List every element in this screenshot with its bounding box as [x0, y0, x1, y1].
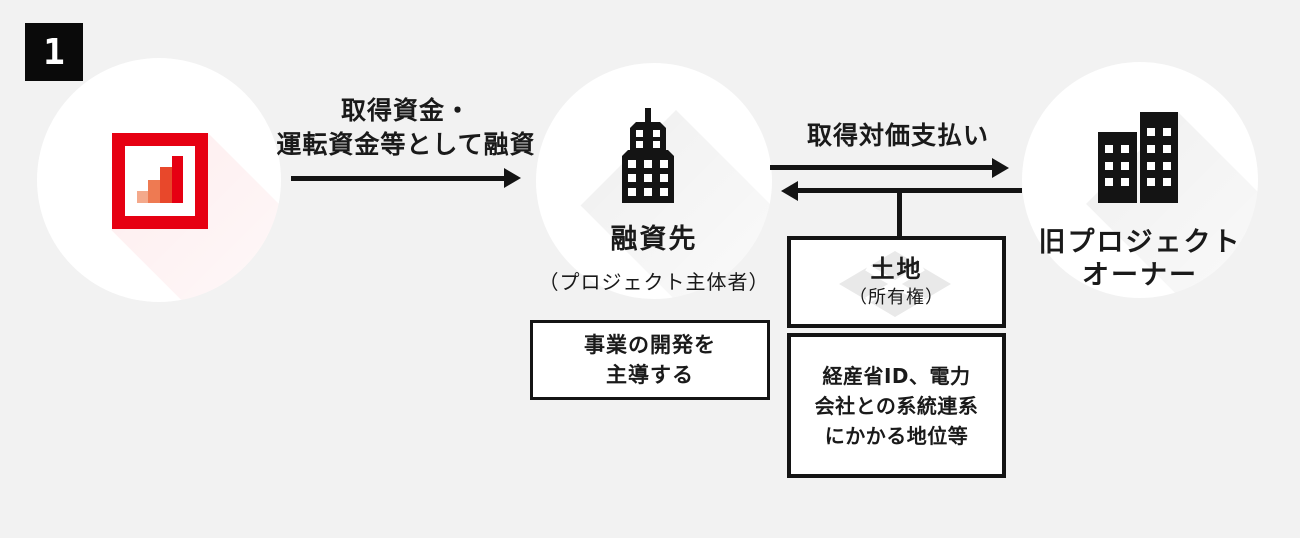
rights-asset-box: 経産省ID、電力 会社との系統連系 にかかる地位等 — [787, 333, 1006, 478]
land-title: 土地 — [870, 255, 923, 283]
rights-line1: 経産省ID、電力 — [822, 363, 971, 388]
logo-bar-4 — [172, 156, 183, 203]
payment-arrow-head-right-icon — [992, 158, 1009, 178]
loan-arrow-line — [291, 176, 504, 181]
loan-flow-label: 取得資金・ 運転資金等として融資 — [250, 94, 562, 162]
borrower-role-line2: 主導する — [606, 363, 694, 387]
land-plot-watermark-icon — [839, 251, 951, 317]
land-subtitle: （所有権） — [849, 287, 944, 308]
office-building-icon — [622, 108, 674, 203]
borrower-role-line1: 事業の開発を — [584, 333, 716, 357]
lender-node-circle — [37, 58, 281, 302]
logo-bar-2 — [148, 180, 160, 203]
logo-bars — [137, 156, 183, 203]
borrower-subtitle: （プロジェクト主体者） — [538, 270, 770, 294]
twin-buildings-icon — [1098, 112, 1178, 203]
former-owner-node-circle — [1022, 62, 1258, 298]
former-owner-title: 旧プロジェクト オーナー — [1000, 226, 1280, 292]
borrower-role-box: 事業の開発を 主導する — [530, 320, 770, 400]
payment-arrow-line — [770, 165, 993, 170]
rights-line2: 会社との系統連系 — [814, 393, 979, 418]
borrower-title: 融資先 — [610, 224, 698, 255]
logo-bar-3 — [160, 167, 172, 203]
former-owner-title-line1: 旧プロジェクト — [1038, 227, 1242, 258]
former-owner-title-line2: オーナー — [1082, 260, 1198, 291]
loan-flow-label-line2: 運転資金等として融資 — [276, 130, 536, 159]
loan-flow-label-line1: 取得資金・ — [340, 96, 471, 125]
borrower-node-circle — [536, 63, 772, 299]
asset-transfer-arrow-line — [797, 188, 1022, 193]
asset-connector-line — [897, 190, 902, 237]
payment-flow-label: 取得対価支払い — [806, 121, 989, 150]
land-asset-box: 土地 （所有権） — [787, 236, 1006, 328]
rights-line3: にかかる地位等 — [824, 423, 969, 448]
loan-arrow-head-right-icon — [504, 168, 521, 188]
logo-bar-1 — [137, 191, 148, 203]
step-number: 1 — [43, 31, 65, 73]
asset-transfer-arrow-head-left-icon — [781, 181, 798, 201]
lender-bar-chart-logo-icon — [112, 133, 208, 229]
step-number-badge: 1 — [25, 23, 83, 81]
